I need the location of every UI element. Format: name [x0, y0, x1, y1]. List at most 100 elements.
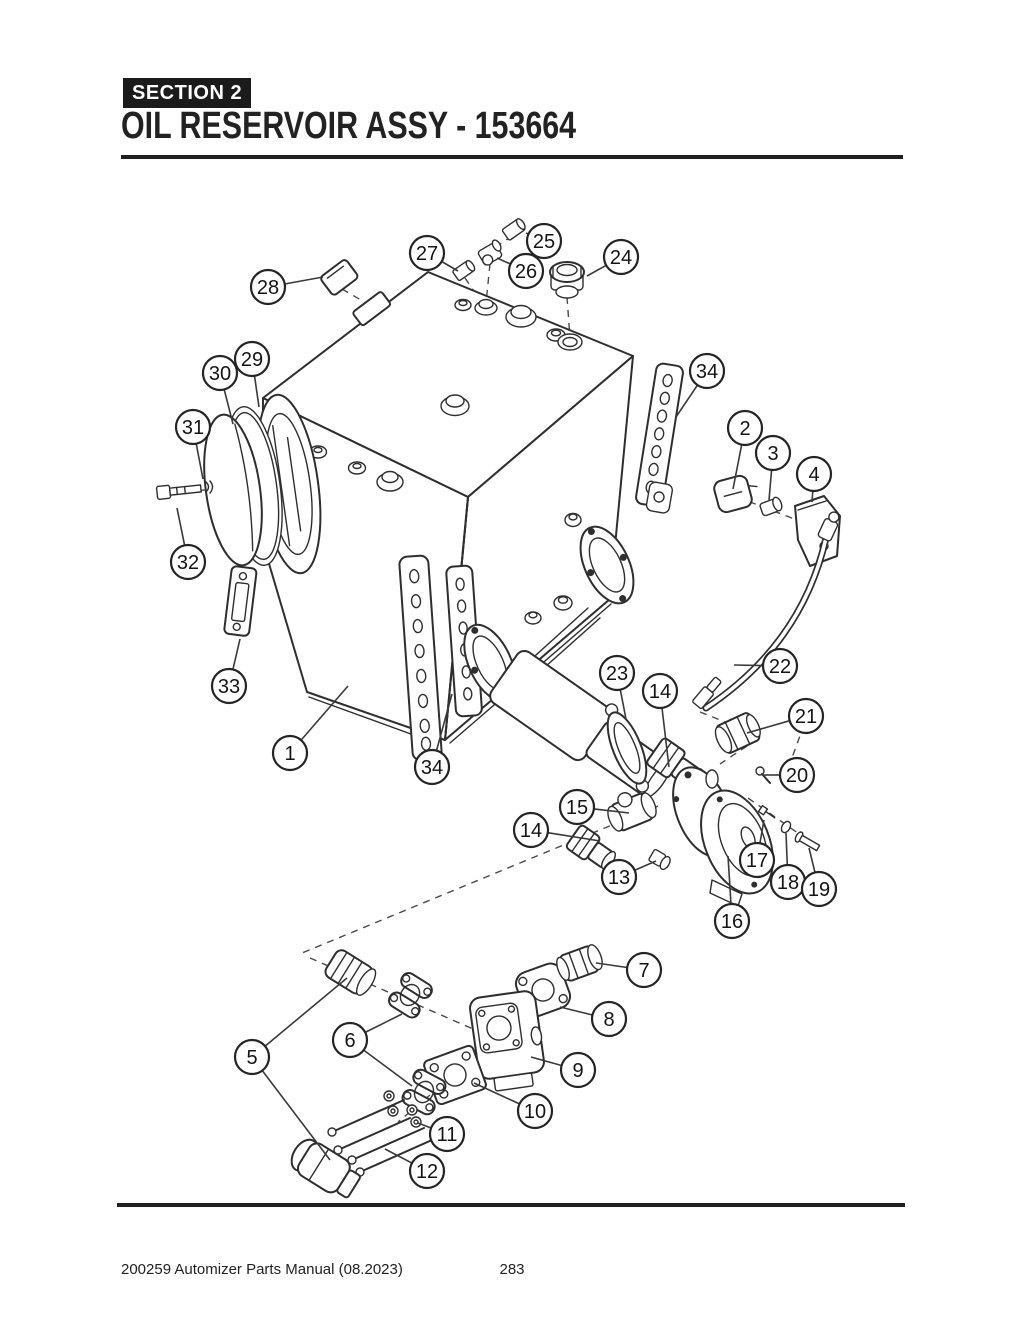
callout-26: 26 — [507, 252, 545, 290]
studs-12 — [327, 1099, 433, 1177]
callout-leader-3 — [768, 469, 773, 501]
callout-2: 2 — [726, 409, 764, 447]
callout-leader-10 — [473, 1082, 520, 1105]
tank-side-flanges — [463, 481, 673, 703]
callout-32: 32 — [169, 543, 207, 581]
callout-leader-33 — [232, 638, 241, 670]
svg-text:26: 26 — [515, 261, 537, 283]
cover-bolt — [155, 480, 214, 500]
footer-rule — [117, 1203, 905, 1207]
mounting-strap-front-left — [398, 554, 443, 762]
svg-text:15: 15 — [566, 797, 588, 819]
svg-text:21: 21 — [795, 706, 817, 728]
callout-33: 33 — [210, 667, 248, 705]
svg-text:7: 7 — [638, 960, 649, 982]
svg-text:27: 27 — [416, 243, 438, 265]
svg-text:18: 18 — [777, 872, 799, 894]
callout-leader-18 — [785, 832, 789, 866]
footer-manual-info: 200259 Automizer Parts Manual (08.2023) — [121, 1261, 403, 1278]
callout-leader-27 — [441, 260, 459, 272]
svg-text:28: 28 — [257, 277, 279, 299]
callout-18: 18 — [769, 863, 807, 901]
callout-28: 28 — [249, 268, 287, 306]
svg-text:22: 22 — [769, 656, 791, 678]
callout-leader-8 — [559, 1006, 593, 1016]
svg-text:29: 29 — [241, 349, 263, 371]
left-port-opening — [155, 393, 322, 575]
hydraulic-hose — [692, 511, 840, 712]
svg-text:31: 31 — [182, 417, 204, 439]
callout-leader-13 — [634, 860, 657, 872]
callout-16: 16 — [713, 902, 751, 940]
callout-11: 11 — [428, 1115, 466, 1153]
svg-text:33: 33 — [218, 676, 240, 698]
callout-leader-14 — [661, 707, 670, 768]
svg-text:1: 1 — [284, 743, 295, 765]
callout-19: 19 — [800, 870, 838, 908]
split-flange-clamp-6-upper — [388, 972, 433, 1019]
callout-leader-4 — [811, 490, 814, 503]
callout-14: 14 — [641, 672, 679, 710]
callout-25: 25 — [525, 222, 563, 260]
bumper-and-rail — [320, 259, 391, 327]
svg-text:34: 34 — [421, 757, 443, 779]
svg-text:5: 5 — [246, 1047, 257, 1069]
svg-text:23: 23 — [606, 663, 628, 685]
callout-leader-12 — [384, 1148, 413, 1164]
svg-text:20: 20 — [786, 765, 808, 787]
tank-top-caps — [308, 298, 583, 492]
svg-text:12: 12 — [416, 1161, 438, 1183]
callout-leader-5 — [261, 1070, 331, 1161]
callout-leader-21 — [746, 719, 790, 734]
grease-fitting-20 — [755, 766, 771, 784]
svg-text:34: 34 — [696, 361, 718, 383]
callout-34: 34 — [413, 748, 451, 786]
callout-23: 23 — [598, 654, 636, 692]
callout-leader-34 — [435, 693, 453, 751]
callout-leader-31 — [195, 443, 204, 480]
suction-tube — [489, 649, 671, 798]
section-badge: SECTION 2 — [123, 78, 252, 108]
callout-22: 22 — [761, 647, 799, 685]
svg-text:24: 24 — [610, 247, 632, 269]
callout-leader-16 — [727, 855, 732, 905]
hose-coupler-5-upper — [324, 949, 377, 996]
callout-27: 27 — [408, 234, 446, 272]
callout-14: 14 — [512, 811, 550, 849]
washers-11 — [383, 1090, 422, 1128]
callout-31: 31 — [174, 408, 212, 446]
pump-bolts — [757, 804, 821, 852]
callout-leader-34 — [675, 384, 699, 418]
callout-leader-32 — [176, 507, 186, 546]
callout-13: 13 — [600, 858, 638, 896]
callout-leader-11 — [417, 1122, 432, 1129]
plug-13 — [648, 848, 671, 871]
callout-4: 4 — [795, 455, 833, 493]
callout-5: 5 — [233, 1038, 271, 1076]
svg-text:30: 30 — [209, 363, 231, 385]
callout-leader-19 — [808, 847, 816, 873]
svg-text:19: 19 — [808, 879, 830, 901]
svg-text:13: 13 — [608, 867, 630, 889]
hose-coupler-5-lower — [290, 1138, 361, 1199]
callout-leader-1 — [300, 685, 349, 741]
svg-text:6: 6 — [344, 1030, 355, 1052]
svg-text:8: 8 — [603, 1009, 614, 1031]
callout-24: 24 — [602, 238, 640, 276]
callout-leader-6 — [363, 1049, 413, 1087]
svg-text:9: 9 — [572, 1060, 583, 1082]
callout-leader-9 — [530, 1056, 562, 1067]
callout-leader-30 — [223, 389, 234, 425]
callout-34: 34 — [688, 352, 726, 390]
callout-leader-15 — [593, 808, 630, 814]
valve-motor-9 — [469, 990, 545, 1092]
callout-1: 1 — [271, 734, 309, 772]
tube-gasket-23 — [604, 703, 650, 793]
callout-15: 15 — [558, 788, 596, 826]
callout-leader-26 — [496, 257, 511, 265]
callout-leader-7 — [595, 962, 628, 969]
sight-gauge — [223, 565, 258, 637]
callout-17: 17 — [738, 841, 776, 879]
